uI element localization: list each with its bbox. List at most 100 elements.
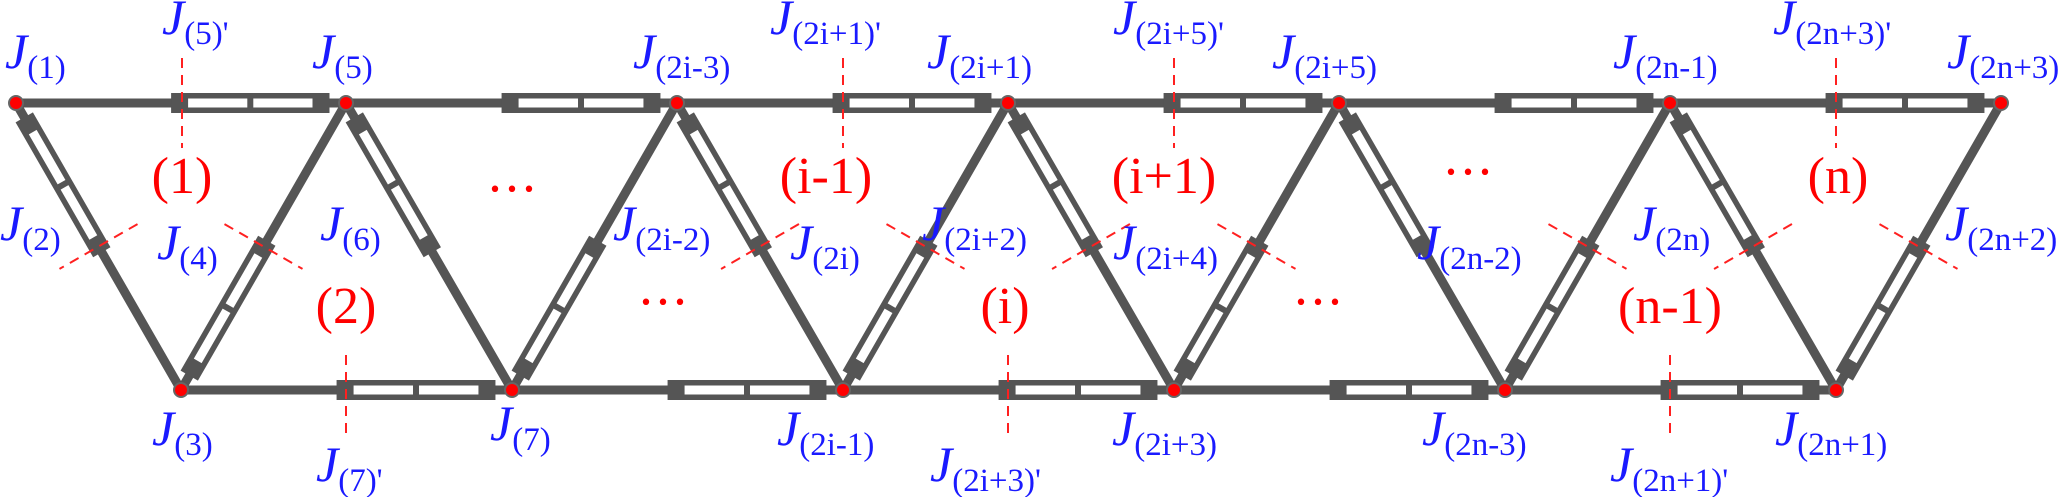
joint-label-diagonal: J(4) [157,214,218,277]
sleeve-slot [1549,253,1587,308]
sleeve-slot [887,253,925,308]
truss-member [1832,100,2005,393]
sleeve-slot [689,129,727,185]
joint-label-bottom: J(3) [152,400,213,463]
truss-member [508,100,681,393]
joint-label-diagonal: J(6) [320,195,381,258]
sleeve-slot [855,308,893,364]
truss-member [1670,93,2001,113]
sleeve-slot [1743,385,1803,395]
member-sleeve [832,93,992,113]
joint-label-top-prime: J(2n+3)' [1773,0,1891,52]
truss-member [177,100,350,393]
sleeve-slot [524,308,562,364]
truss-member [677,93,1008,113]
member-sleeve [1825,93,1985,113]
joint-label-top-prime: J(2i+5)' [1113,0,1224,52]
truss-member [1004,100,1178,393]
member-sleeve [501,93,661,113]
member-sleeve [1660,380,1820,400]
sleeve-slot [1682,129,1720,185]
element-label: (i) [980,278,1029,335]
sleeve-slot [390,185,428,240]
joint-label-diagonal: J(2i+2) [922,195,1027,258]
sleeve-slot [1577,98,1637,108]
cut-line-diagonal [885,223,966,270]
sleeve-slot [1246,98,1306,108]
sleeve-slot [358,129,396,185]
cut-line-diagonal [1878,223,1959,270]
element-label: (i+1) [1112,148,1216,205]
joint-label-diagonal: J(2n) [1633,195,1710,258]
joint-node [669,95,685,111]
truss-member [1174,380,1505,400]
joint-node [1166,382,1182,398]
truss-member [342,100,516,393]
truss-member [1339,93,1670,113]
sleeve-slot [1842,98,1903,108]
sleeve-slot [353,385,414,395]
joint-label-top: J(2i+5) [1272,23,1377,86]
sleeve-slot [1908,98,1968,108]
cut-line-diagonal [1713,223,1793,270]
joint-label-diagonal: J(2i-2) [613,195,710,258]
element-label: (2) [316,278,377,335]
joint-node [1000,95,1016,111]
joint-label-top: J(2n-1) [1613,23,1718,86]
joint-label-top-prime: J(5)' [162,0,229,52]
joint-label-bottom: J(7) [490,395,551,458]
joint-label-bottom-prime: J(7)' [316,436,383,497]
sleeve-slot [1218,253,1256,308]
joint-label-diagonal: J(2) [0,195,61,258]
truss-member [346,93,677,113]
member-sleeve [1163,93,1323,113]
sleeve-slot [556,253,594,308]
joint-label-diagonal: J(2i) [790,214,860,277]
joint-label-diagonal: J(2i+4) [1113,214,1218,277]
ellipsis: ••• [1445,161,1496,186]
sleeve-slot [1412,385,1472,395]
sleeve-slot [584,98,644,108]
sleeve-slot [193,308,231,364]
joint-label-bottom: J(2i-1) [777,400,874,463]
member-sleeve [336,380,496,400]
truss-member [1335,100,1509,393]
joint-node [1993,95,2009,111]
sleeve-slot [1517,308,1555,364]
joint-label-top: J(5) [312,23,373,86]
truss-member [1170,100,1343,393]
sleeve-slot [1020,129,1058,185]
member-sleeve [1329,380,1489,400]
truss-member [1008,93,1339,113]
joint-node [1828,382,1844,398]
member-sleeve [998,380,1158,400]
element-label: (n-1) [1618,278,1722,335]
element-label: (i-1) [780,148,872,205]
joint-label-diagonal: J(2n-2) [1417,214,1522,277]
ellipsis: ••• [640,291,691,316]
sleeve-slot [28,129,66,185]
joint-label-bottom-prime: J(2n+1)' [1610,436,1728,497]
element-label: (1) [152,148,213,205]
sleeve-slot [1351,129,1389,185]
cut-line-diagonal [1216,223,1297,270]
joint-label-top-prime: J(2i+1)' [770,0,881,52]
truss-member [1666,100,1840,393]
member-sleeve [667,380,827,400]
joint-node [8,95,24,111]
joint-label-top: J(2i-3) [633,23,730,86]
sleeve-slot [253,98,313,108]
sleeve-slot [1186,308,1224,364]
joint-node [173,382,189,398]
sleeve-slot [60,185,98,240]
joint-node [835,382,851,398]
sleeve-slot [1848,308,1886,364]
joint-label-top: J(2n+3) [1947,23,2059,86]
member-sleeve [1494,93,1654,113]
element-label: (n) [1808,148,1869,205]
joint-node [504,382,520,398]
truss-members [12,93,2005,400]
sleeve-slot [225,253,263,308]
cut-line-diagonal [720,223,800,270]
